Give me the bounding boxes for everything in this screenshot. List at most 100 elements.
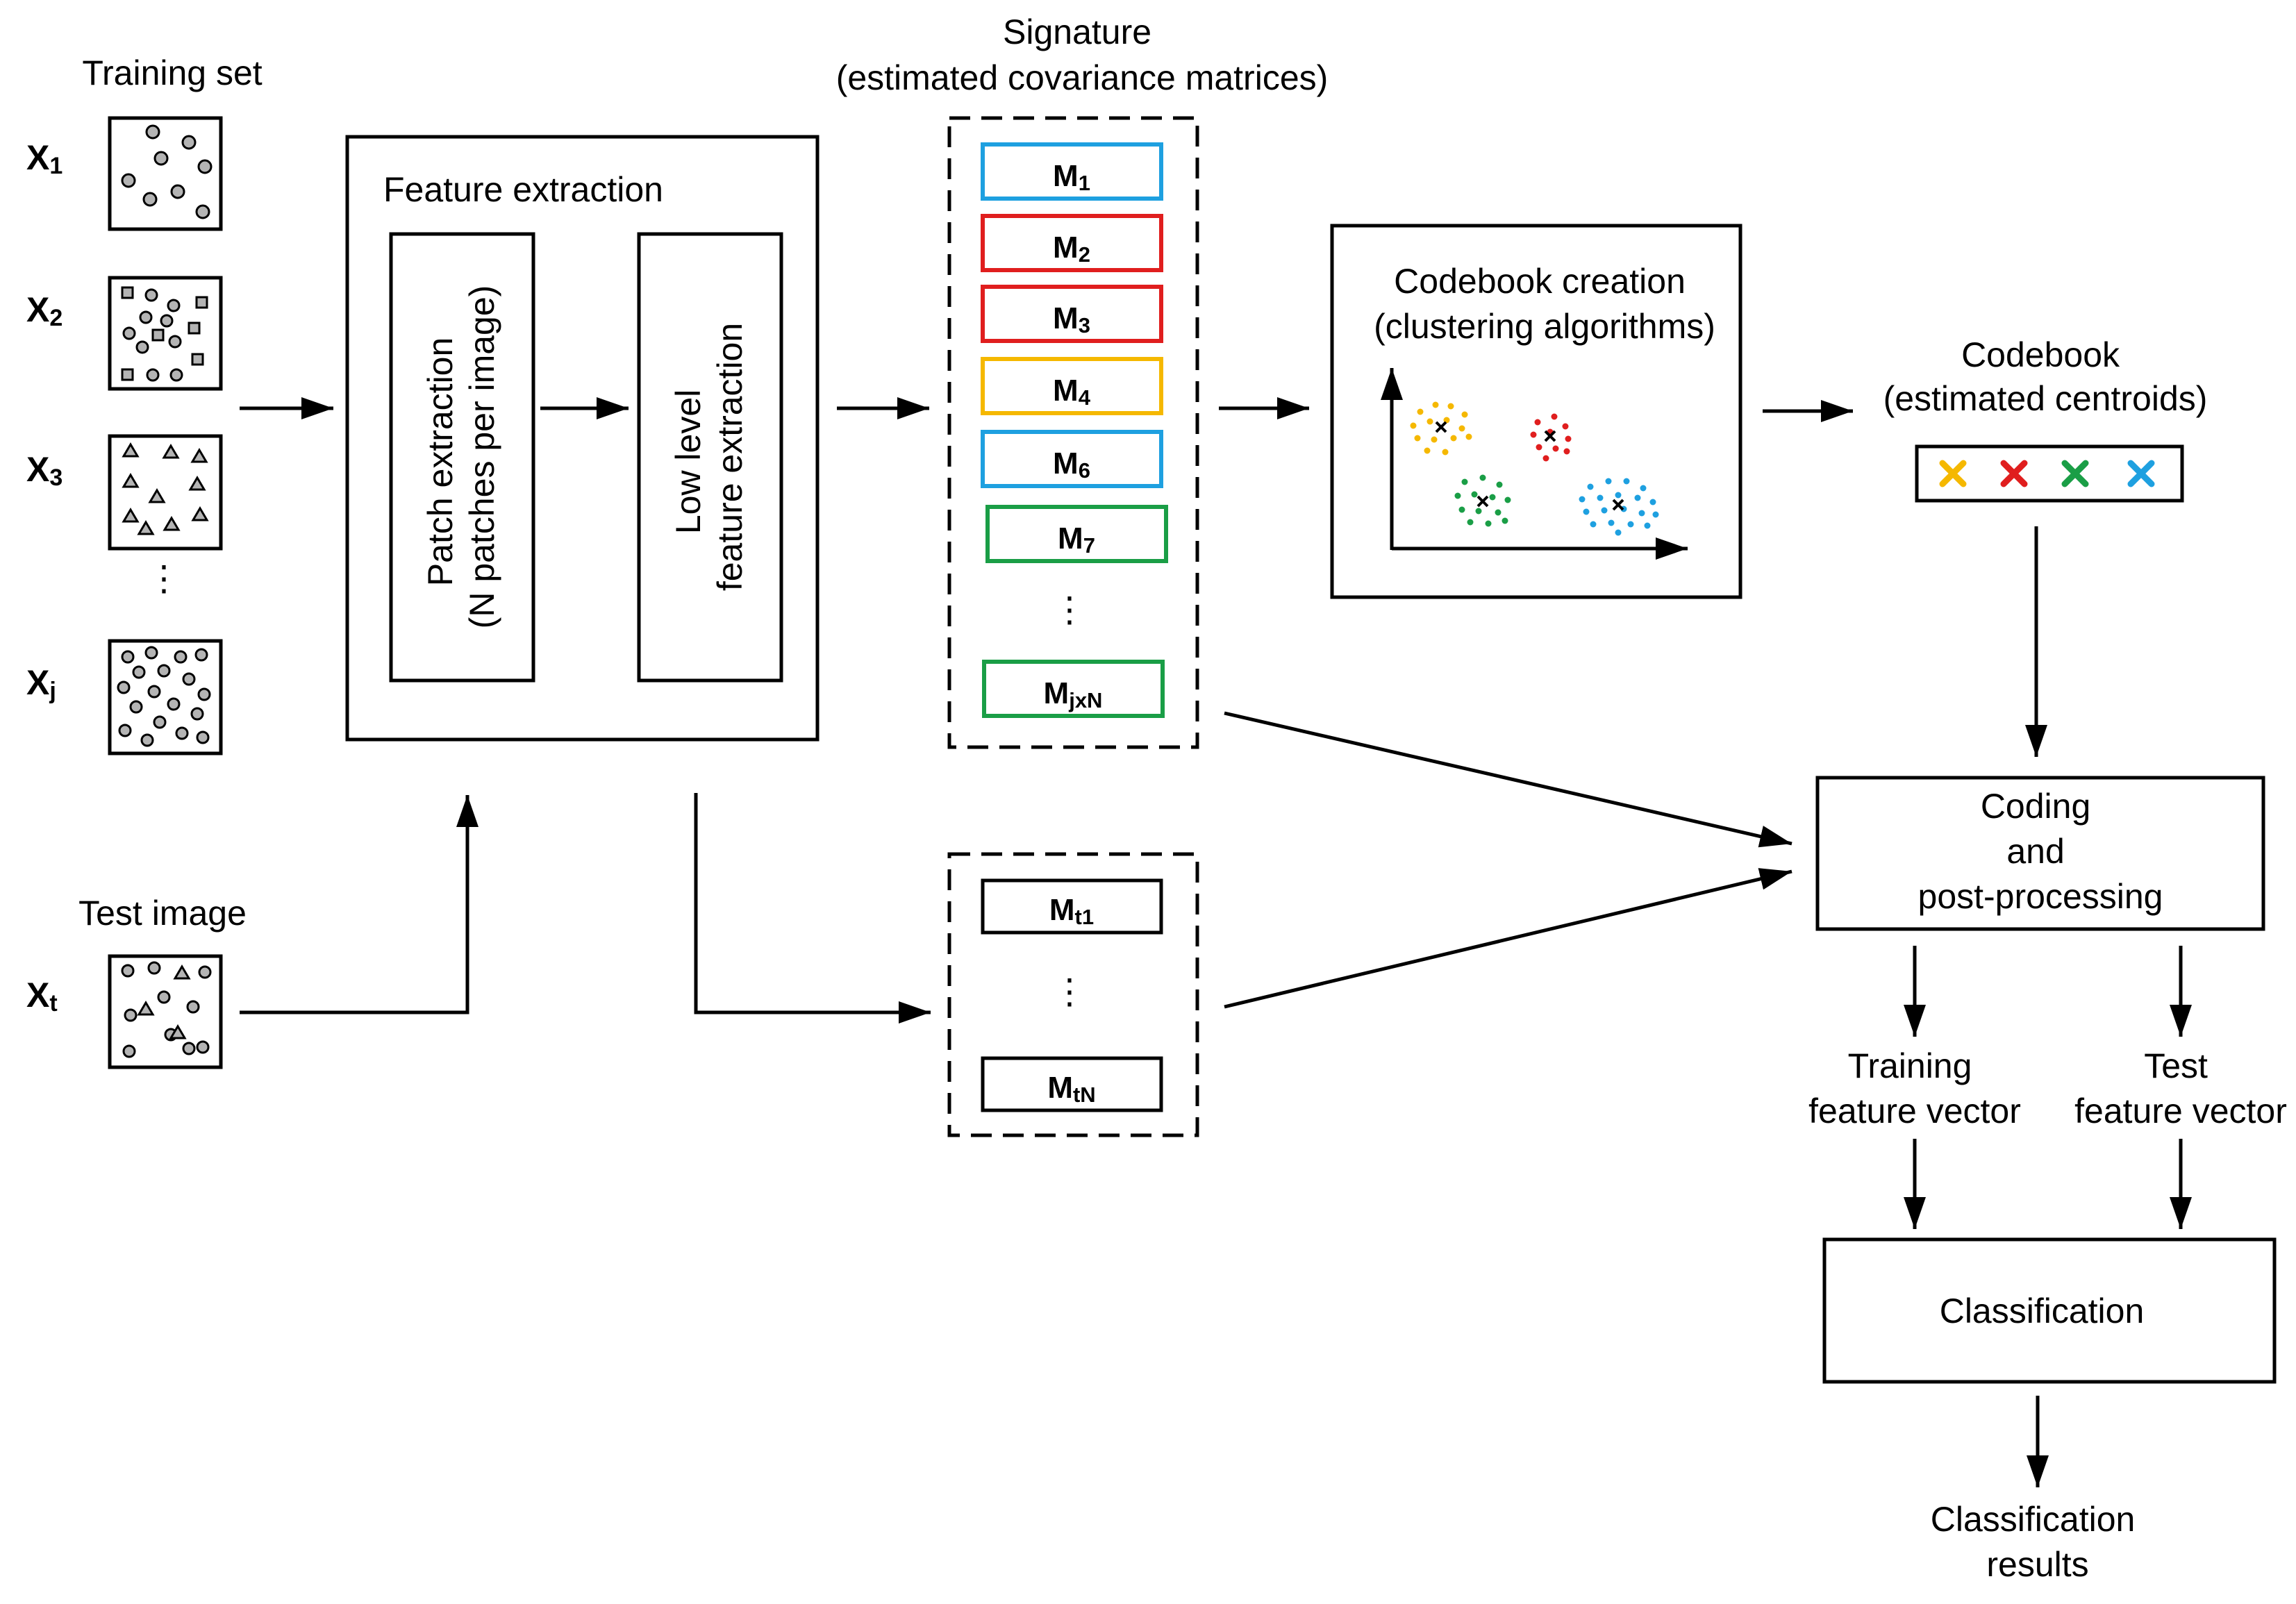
cluster-point xyxy=(1638,510,1645,517)
dense-circle-shapes xyxy=(117,646,211,747)
cluster-point xyxy=(1615,492,1622,499)
centroid-x-icon xyxy=(1939,460,1967,487)
cluster-point xyxy=(1479,474,1486,481)
signature-ellipsis: ⋮ xyxy=(1052,590,1087,629)
arrow-signature-to-coding xyxy=(1224,711,1792,848)
feature-extraction-block: Feature extraction Patch extraction (N p… xyxy=(345,135,820,742)
cluster-point xyxy=(1551,413,1558,420)
cluster-point xyxy=(1649,499,1656,506)
matrix-label: M4 xyxy=(1053,374,1091,410)
xt-label: Xt xyxy=(26,976,58,1017)
cluster-point xyxy=(1597,494,1604,501)
training-image-j: Xj xyxy=(26,639,223,755)
codebook-centroid-box xyxy=(1915,444,2184,503)
matrix-label: M6 xyxy=(1053,446,1090,483)
matrix-box xyxy=(981,214,1163,272)
cluster-point xyxy=(1563,448,1570,455)
cluster-centroid-icon xyxy=(1476,495,1489,508)
cluster-point xyxy=(1485,520,1492,527)
cluster-point xyxy=(1552,445,1559,452)
matrix-label: M7 xyxy=(1058,521,1095,558)
cluster-point xyxy=(1530,431,1537,438)
cluster-plot xyxy=(1381,368,1688,560)
cluster-centroid-icon xyxy=(1544,430,1556,442)
x3-label: X3 xyxy=(26,450,63,491)
cluster-point xyxy=(1475,508,1482,515)
cluster-point xyxy=(1652,511,1659,518)
cluster-point xyxy=(1605,478,1612,485)
codebook-creation-title: Codebook creation (clustering algorithms… xyxy=(1374,262,1715,346)
matrix-mtn: MtN xyxy=(981,1056,1163,1112)
cluster-point xyxy=(1627,521,1634,528)
cluster-point xyxy=(1461,478,1468,485)
cluster-point xyxy=(1623,478,1630,485)
test-image: Xt xyxy=(26,954,223,1069)
training-image-1: X1 xyxy=(26,116,223,231)
classification-label: Classification xyxy=(1940,1292,2145,1330)
matrix-box xyxy=(981,142,1163,201)
training-ellipsis: ⋮ xyxy=(147,559,181,598)
cluster-point xyxy=(1579,496,1586,503)
cluster-point xyxy=(1587,483,1594,490)
cluster-point xyxy=(1644,522,1651,529)
cluster-point xyxy=(1454,492,1461,499)
codebook-title: Codebook (estimated centroids) xyxy=(1883,335,2208,418)
cluster-point xyxy=(1640,485,1647,492)
x1-label: X1 xyxy=(26,138,63,179)
cluster-point xyxy=(1615,529,1622,536)
matrix-box xyxy=(985,505,1168,563)
cluster-point xyxy=(1471,491,1478,498)
arrow-test-signature-to-coding xyxy=(1224,868,1792,1009)
cluster-point xyxy=(1504,496,1511,503)
xj-label: Xj xyxy=(26,663,56,704)
cluster-point xyxy=(1495,509,1501,516)
patch-extraction-box xyxy=(389,232,535,683)
low-level-feature-box xyxy=(637,232,783,683)
matrix-box xyxy=(981,357,1163,415)
matrix-box xyxy=(981,285,1163,343)
matrix-box xyxy=(981,430,1163,488)
cluster-point xyxy=(1467,519,1474,526)
cluster-point xyxy=(1565,435,1572,442)
matrix-mt1: Mt1 xyxy=(981,878,1163,935)
cluster-point xyxy=(1431,436,1438,443)
test-signature-ellipsis: ⋮ xyxy=(1052,972,1087,1011)
centroid-x-icon xyxy=(2000,460,2028,487)
training-image-3: X3 xyxy=(26,434,223,551)
cluster-point xyxy=(1608,519,1615,526)
matrix-m1: M1 xyxy=(981,142,1163,201)
matrix-label: M3 xyxy=(1053,301,1090,337)
low-level-feature-label: Low level feature extraction xyxy=(669,323,749,591)
matrix-label: Mt1 xyxy=(1049,893,1094,929)
feature-extraction-title: Feature extraction xyxy=(383,170,663,209)
cluster-point xyxy=(1496,481,1503,488)
cluster-point xyxy=(1461,411,1468,418)
matrix-label: M2 xyxy=(1053,231,1090,267)
cluster-point xyxy=(1501,517,1508,524)
cluster-point xyxy=(1458,425,1465,432)
coding-label: Coding and post-processing xyxy=(1918,787,2163,916)
signature-title: Signature (estimated covariance matrices… xyxy=(836,12,1329,97)
patch-extraction-label: Patch extraction (N patches per image) xyxy=(421,285,501,629)
matrix-m7: M7 xyxy=(985,505,1168,563)
matrix-box xyxy=(981,878,1163,935)
cluster-points xyxy=(1410,401,1659,536)
matrix-m4: M4 xyxy=(981,357,1163,415)
arrow-feature-to-test-signature xyxy=(694,793,931,1024)
cluster-point xyxy=(1414,435,1421,442)
cluster-centroid-icon xyxy=(1612,499,1624,511)
circle-shapes xyxy=(121,124,213,219)
cluster-point xyxy=(1489,494,1496,501)
cluster-point xyxy=(1410,422,1417,429)
test-feature-vector-label: Test feature vector xyxy=(2074,1046,2287,1130)
signature-dashed-frame xyxy=(947,116,1199,749)
centroid-x-icon xyxy=(2061,460,2089,487)
centroid-marks xyxy=(1939,460,2155,487)
cluster-point xyxy=(1442,449,1449,456)
cluster-point xyxy=(1583,508,1590,515)
matrix-label: MtN xyxy=(1047,1071,1095,1107)
cluster-point xyxy=(1432,401,1439,408)
arrow-test-to-feature xyxy=(240,795,479,1014)
classification-box xyxy=(1822,1237,2277,1384)
